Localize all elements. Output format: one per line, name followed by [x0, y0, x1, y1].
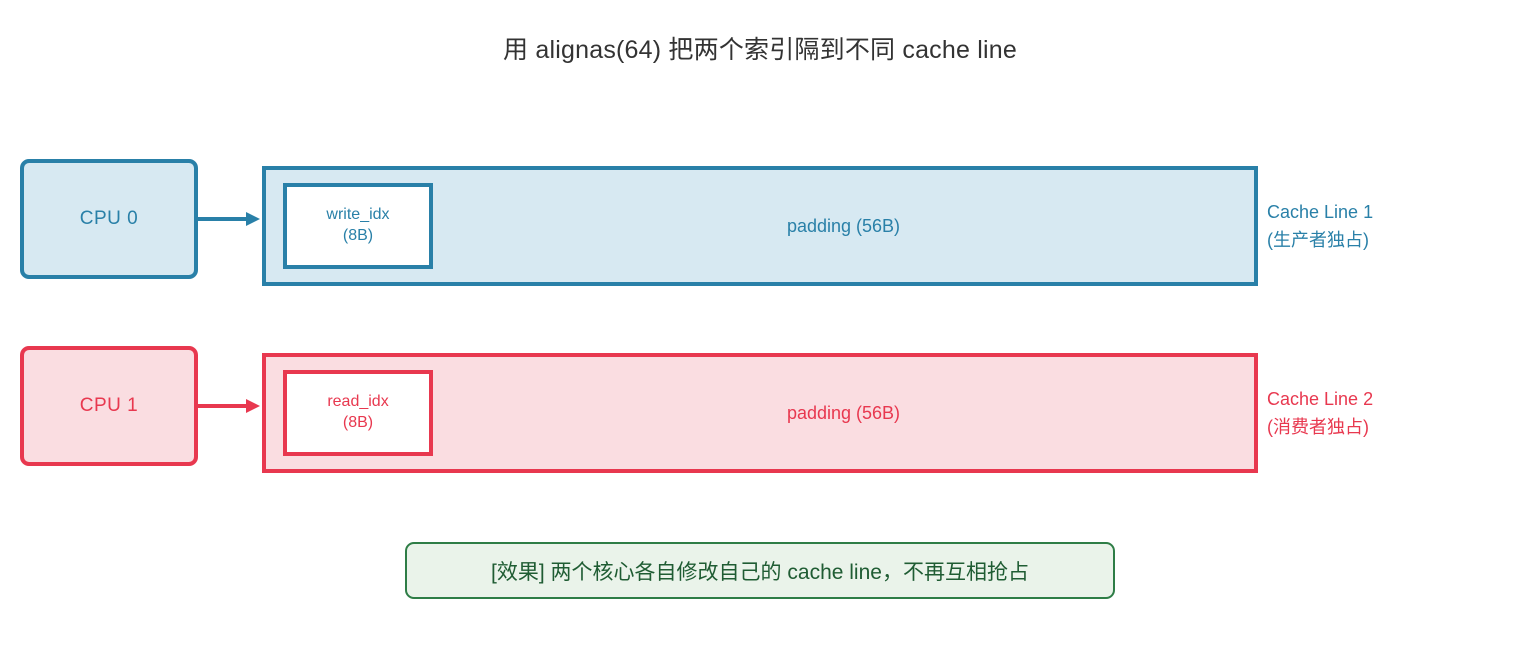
cache-line-1-caption-sub: (生产者独占) [1267, 229, 1369, 250]
page-title: 用 alignas(64) 把两个索引隔到不同 cache line [503, 36, 1017, 64]
cache-line-1-padding-label: padding (56B) [786, 215, 901, 236]
write-idx-slot: write_idx (8B) [283, 183, 433, 269]
arrow-shaft [196, 217, 248, 221]
cache-line-1-bar: write_idx (8B) padding (56B) [262, 166, 1258, 286]
read-idx-name: read_idx [327, 393, 389, 411]
cache-line-1-caption-title: Cache Line 1 [1267, 202, 1374, 222]
cache-line-2-padding-label: padding (56B) [786, 402, 901, 423]
effect-note: [效果] 两个核心各自修改自己的 cache line，不再互相抢占 [405, 542, 1115, 599]
arrow-right-icon-consumer [196, 399, 262, 413]
cache-line-1-caption: Cache Line 1 (生产者独占) [1267, 199, 1373, 255]
cache-line-2-caption-sub: (消费者独占) [1267, 416, 1369, 437]
write-idx-size: (8B) [342, 227, 374, 244]
read-idx-slot: read_idx (8B) [283, 370, 433, 456]
cache-line-2-caption-title: Cache Line 2 [1267, 389, 1374, 409]
write-idx-name: write_idx [326, 206, 390, 224]
arrow-right-icon-producer [196, 212, 262, 226]
cpu-label-consumer: CPU 1 [79, 395, 139, 416]
read-idx-size: (8B) [342, 414, 374, 431]
cpu-box-producer: CPU 0 [20, 159, 198, 279]
cache-line-2-bar: read_idx (8B) padding (56B) [262, 353, 1258, 473]
arrow-head [246, 212, 260, 226]
cache-line-2-caption: Cache Line 2 (消费者独占) [1267, 386, 1373, 442]
arrow-head [246, 399, 260, 413]
cpu-box-consumer: CPU 1 [20, 346, 198, 466]
arrow-shaft [196, 404, 248, 408]
cpu-label-producer: CPU 0 [79, 208, 139, 229]
